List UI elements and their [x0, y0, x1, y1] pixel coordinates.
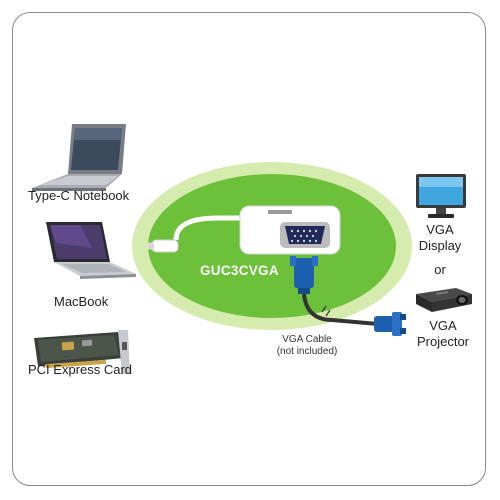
- macbook-label: MacBook: [54, 294, 109, 309]
- vga-cable-label-line2: (not included): [276, 346, 338, 357]
- vga-cable-label-line1: VGA Cable: [282, 334, 332, 345]
- pci-card-icon: [34, 330, 130, 374]
- projector-icon: [416, 288, 472, 312]
- or-label: or: [434, 262, 446, 277]
- vga-cable-label: VGA Cable (not included): [272, 334, 342, 358]
- adapter-model-label: GUC3CVGA: [200, 263, 279, 278]
- display-label-line2: Display: [418, 238, 462, 253]
- laptop-icon: [32, 124, 126, 191]
- projector-label: VGA Projector: [408, 318, 478, 350]
- display-label-line1: VGA: [426, 222, 454, 237]
- display-label: VGA Display: [410, 222, 470, 254]
- macbook-icon: [46, 222, 136, 279]
- projector-label-line1: VGA: [429, 318, 457, 333]
- projector-label-line2: Projector: [416, 334, 470, 349]
- notebook-label: Type-C Notebook: [28, 188, 130, 203]
- monitor-icon: [416, 174, 466, 218]
- pci-card-label: PCI Express Card: [28, 362, 133, 377]
- vga-cable-icon: [290, 256, 406, 336]
- adapter-icon: [148, 205, 341, 255]
